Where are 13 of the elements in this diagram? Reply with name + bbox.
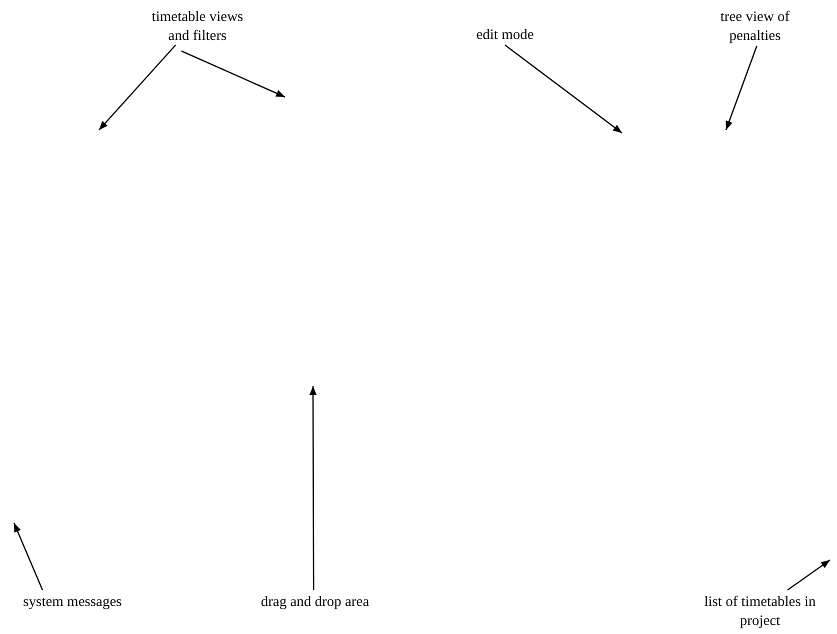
callout-text: edit mode [455, 26, 555, 45]
callout-text: drag and drop area [245, 593, 385, 612]
callout-text: tree view of penalties [710, 8, 800, 46]
leader-arrow [787, 559, 830, 591]
leader-arrow [98, 44, 176, 130]
leader-arrow [13, 522, 44, 590]
callout-text: system messages [10, 593, 135, 612]
callout-text: timetable views and filters [140, 8, 255, 46]
leader-arrow [725, 46, 758, 130]
callout-text: list of timetables in project [700, 593, 820, 631]
leader-arrow [309, 386, 317, 590]
leader-arrow [504, 44, 622, 134]
leader-arrow [181, 50, 286, 98]
